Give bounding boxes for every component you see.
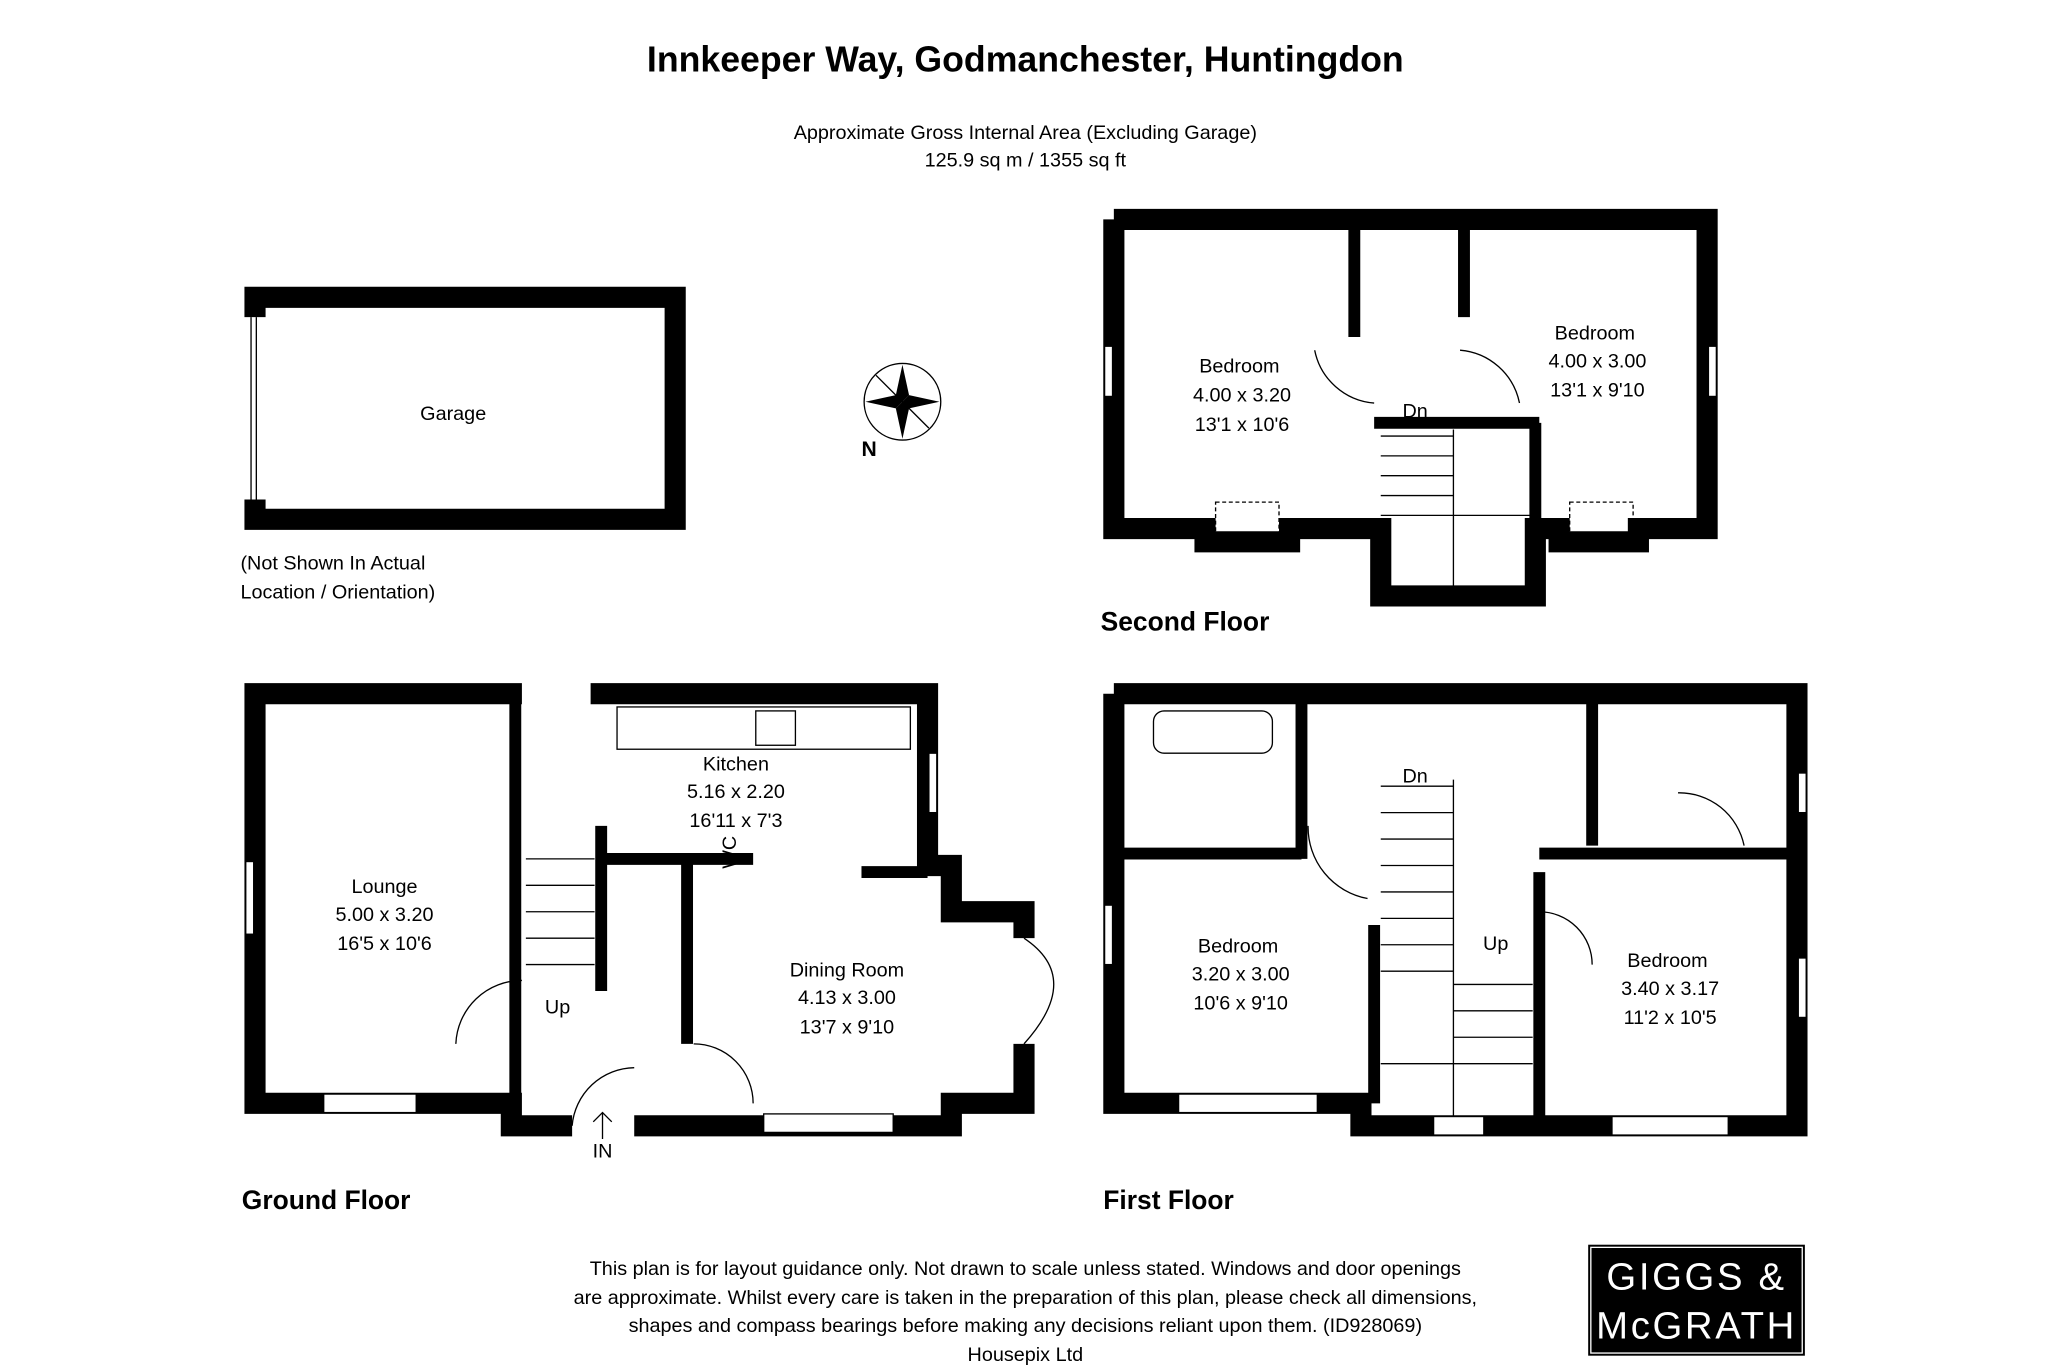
kitchen-name: Kitchen bbox=[703, 753, 769, 775]
second-floor-plan: Bedroom 4.00 x 3.20 13'1 x 10'6 Bedroom … bbox=[1103, 208, 1718, 607]
bedroom-imperial: 13'1 x 10'6 bbox=[1195, 414, 1290, 436]
disclaimer-line: shapes and compass bearings before makin… bbox=[629, 1315, 1422, 1337]
ground-floor-title: Ground Floor bbox=[242, 1185, 411, 1215]
lounge-metric: 5.00 x 3.20 bbox=[336, 904, 434, 926]
bedroom-name: Bedroom bbox=[1198, 936, 1278, 958]
garage-label: Garage bbox=[420, 403, 486, 425]
bedroom-imperial: 11'2 x 10'5 bbox=[1624, 1007, 1717, 1029]
entrance-label: IN bbox=[593, 1141, 613, 1163]
second-floor-title: Second Floor bbox=[1101, 606, 1270, 636]
disclaimer-credit: Housepix Ltd bbox=[968, 1344, 1084, 1365]
bedroom-metric: 4.00 x 3.20 bbox=[1193, 385, 1291, 407]
giggs-mcgrath-logo: GIGGS & McGRATH bbox=[1588, 1244, 1805, 1356]
bedroom-metric: 4.00 x 3.00 bbox=[1548, 350, 1646, 372]
stairs-up-label: Up bbox=[1483, 933, 1508, 955]
plan-title: Innkeeper Way, Godmanchester, Huntingdon bbox=[647, 39, 1404, 79]
lounge-imperial: 16'5 x 10'6 bbox=[337, 933, 432, 955]
ground-floor-plan: Lounge 5.00 x 3.20 16'5 x 10'6 Kitchen 5… bbox=[244, 683, 1055, 1163]
first-floor-plan: Bedroom 3.20 x 3.00 10'6 x 9'10 Bedroom … bbox=[1103, 683, 1808, 1137]
dining-room-metric: 4.13 x 3.00 bbox=[798, 987, 896, 1009]
stairs-up-label: Up bbox=[545, 996, 570, 1018]
stairs-down-label: Dn bbox=[1402, 401, 1427, 423]
bedroom-metric: 3.40 x 3.17 bbox=[1621, 978, 1719, 1000]
kitchen-imperial: 16'11 x 7'3 bbox=[689, 810, 782, 832]
logo-line-2: McGRATH bbox=[1596, 1305, 1797, 1348]
bedroom-name: Bedroom bbox=[1555, 323, 1635, 345]
disclaimer-line: This plan is for layout guidance only. N… bbox=[590, 1258, 1461, 1280]
bedroom-name: Bedroom bbox=[1627, 950, 1707, 972]
wc-label: WC bbox=[719, 836, 741, 869]
bedroom-metric: 3.20 x 3.00 bbox=[1192, 963, 1290, 985]
compass-north-label: N bbox=[861, 438, 876, 461]
bedroom-imperial: 13'1 x 9'10 bbox=[1550, 379, 1645, 401]
bedroom-name: Bedroom bbox=[1199, 356, 1279, 378]
dining-room-name: Dining Room bbox=[790, 959, 904, 981]
garage-plan: Garage bbox=[244, 286, 686, 530]
lounge-name: Lounge bbox=[351, 876, 417, 898]
disclaimer-line: are approximate. Whilst every care is ta… bbox=[574, 1287, 1477, 1309]
garage-note-2: Location / Orientation) bbox=[240, 582, 435, 604]
area-value: 125.9 sq m / 1355 sq ft bbox=[925, 150, 1127, 172]
compass-icon bbox=[863, 362, 942, 441]
first-floor-title: First Floor bbox=[1103, 1185, 1234, 1215]
area-label: Approximate Gross Internal Area (Excludi… bbox=[794, 122, 1257, 144]
stairs-down-label: Dn bbox=[1402, 765, 1427, 787]
dining-room-imperial: 13'7 x 9'10 bbox=[800, 1016, 895, 1038]
bedroom-imperial: 10'6 x 9'10 bbox=[1193, 993, 1288, 1015]
garage-note-1: (Not Shown In Actual bbox=[240, 553, 425, 575]
logo-line-1: GIGGS & bbox=[1606, 1256, 1786, 1299]
kitchen-metric: 5.16 x 2.20 bbox=[687, 781, 785, 803]
